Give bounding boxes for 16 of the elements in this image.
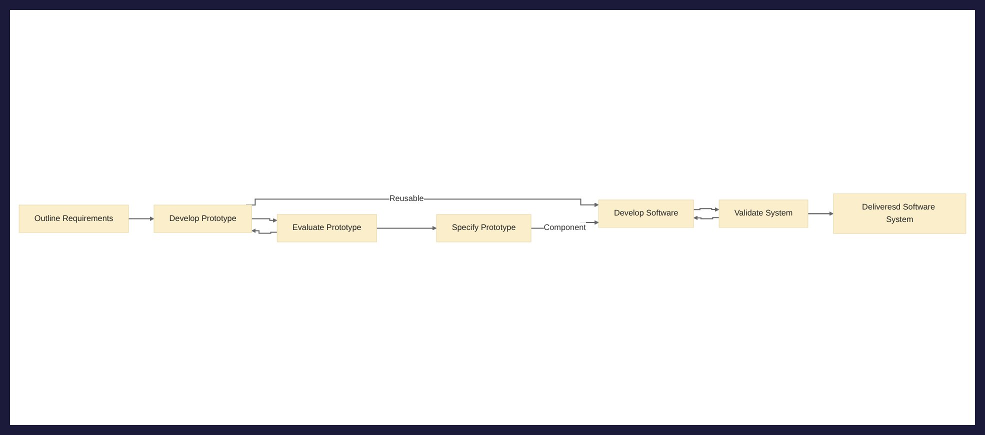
node-box: Develop Prototype bbox=[154, 204, 252, 233]
arrow bbox=[694, 207, 720, 212]
arrow bbox=[252, 218, 278, 223]
arrow bbox=[128, 216, 154, 222]
node-box: Specify Prototype bbox=[436, 214, 532, 242]
node-box: Evaluate Prototype bbox=[276, 214, 377, 242]
arrow bbox=[693, 216, 720, 220]
edge-label: Component bbox=[544, 224, 586, 232]
node-box: Deliveresd Software System bbox=[833, 194, 966, 234]
arrow bbox=[808, 211, 834, 216]
edge-label: Reusable bbox=[389, 194, 424, 204]
node-box: Validate System bbox=[718, 200, 808, 228]
arrow bbox=[251, 228, 278, 234]
node-box: Outline Requirements bbox=[18, 204, 129, 233]
node-box: Develop Software bbox=[598, 200, 694, 228]
arrow bbox=[376, 226, 437, 230]
